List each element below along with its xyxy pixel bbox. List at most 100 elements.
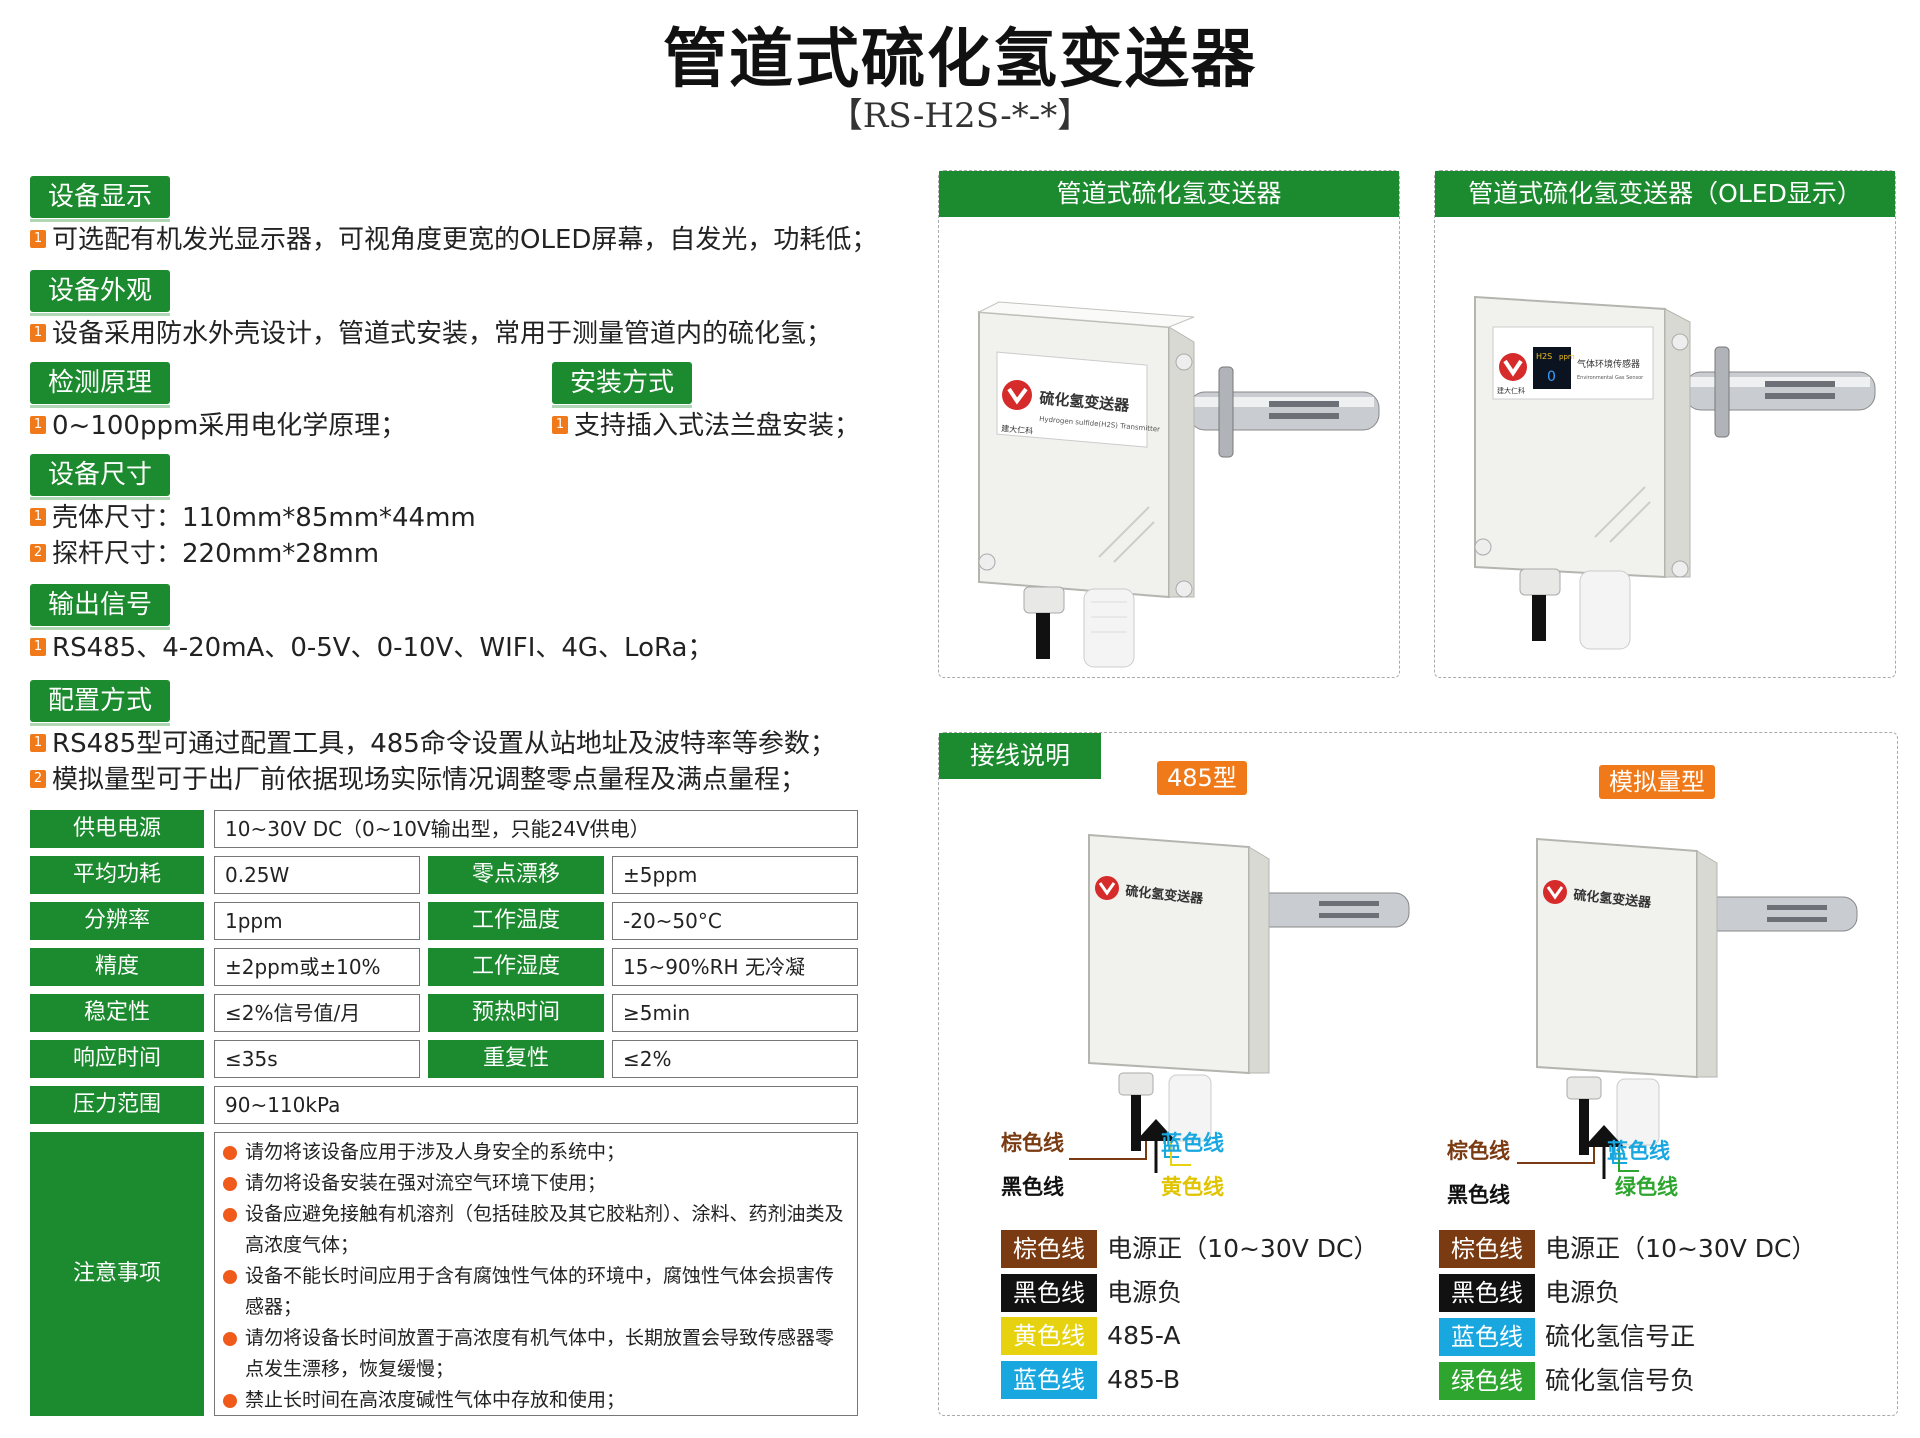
legend-swatch: 棕色线 bbox=[1001, 1230, 1097, 1268]
section-output-tag: 输出信号 bbox=[30, 584, 171, 630]
legend-row: 棕色线 电源正（10~30V DC） bbox=[1001, 1229, 1421, 1273]
spec-value-work-hum: 15~90%RH 无冷凝 bbox=[612, 948, 858, 986]
notes-box: 请勿将该设备应用于涉及人身安全的系统中； 请勿将设备安装在强对流空气环境下使用；… bbox=[214, 1132, 858, 1416]
legend-desc: 电源负 bbox=[1107, 1278, 1183, 1307]
oled-value: 0 bbox=[1547, 369, 1556, 385]
bullet-icon bbox=[223, 1146, 237, 1160]
spec-label-repeat: 重复性 bbox=[428, 1040, 604, 1078]
oled-unit: ppm bbox=[1559, 353, 1575, 361]
device-485-illustration: 硫化氢变送器 bbox=[1088, 833, 1410, 1151]
wire-label-black: 黑色线 bbox=[1001, 1175, 1064, 1199]
legend-swatch: 绿色线 bbox=[1439, 1362, 1535, 1400]
device-illustration-oled: H2S ppm 0 气体环境传感器 Environmental Gas Sens… bbox=[1474, 295, 1876, 650]
note-item: 设备不能长时间应用于含有腐蚀性气体的环境中，腐蚀性气体会损害传感器； bbox=[223, 1261, 851, 1323]
spec-value-zero-drift: ±5ppm bbox=[612, 856, 858, 894]
oled-label: 气体环境传感器 bbox=[1577, 358, 1640, 370]
product-card-standard: 管道式硫化氢变送器 硫化氢变送器 Hydrogen sulfide(H2S) T… bbox=[938, 170, 1400, 678]
section-display-tag: 设备显示 bbox=[30, 176, 171, 222]
legend-row: 黑色线 电源负 bbox=[1001, 1273, 1421, 1317]
product-card-oled: 管道式硫化氢变送器（OLED显示） H2S ppm 0 气体环境传感器 Envi… bbox=[1434, 170, 1896, 678]
legend-desc: 硫化氢信号负 bbox=[1545, 1366, 1696, 1395]
spec-label-work-temp: 工作温度 bbox=[428, 902, 604, 940]
number-badge: 1 bbox=[552, 415, 568, 434]
spec-value-stability: ≤2%信号值/月 bbox=[214, 994, 420, 1032]
note-item: 请勿将设备长时间放置于高浓度有机气体中，长期放置会导致传感器零点发生漂移，恢复缓… bbox=[223, 1323, 851, 1385]
spec-label-response: 响应时间 bbox=[30, 1040, 204, 1078]
number-badge: 1 bbox=[30, 229, 46, 248]
spec-value-repeat: ≤2% bbox=[612, 1040, 858, 1078]
legend-swatch: 蓝色线 bbox=[1439, 1318, 1535, 1356]
spec-label-consumption: 平均功耗 bbox=[30, 856, 204, 894]
wire-label-blue: 蓝色线 bbox=[1161, 1131, 1224, 1155]
oled-name: H2S bbox=[1536, 352, 1552, 361]
legend-desc: 电源正（10~30V DC） bbox=[1545, 1234, 1817, 1263]
note-item: 设备应避免接触有机溶剂（包括硅胶及其它胶粘剂）、涂料、药剂油类及高浓度气体； bbox=[223, 1199, 851, 1261]
oled-sublabel: Environmental Gas Sensor bbox=[1577, 375, 1644, 381]
brand-label: 建大仁科 bbox=[1497, 386, 1525, 395]
wire-label-yellow: 黄色线 bbox=[1161, 1175, 1224, 1199]
spec-label-stability: 稳定性 bbox=[30, 994, 204, 1032]
wiring-type-analog: 模拟量型 bbox=[1599, 765, 1715, 799]
spec-label-pressure: 压力范围 bbox=[30, 1086, 204, 1124]
product-card-title: 管道式硫化氢变送器 bbox=[939, 171, 1399, 217]
note-item: 禁止长时间在高浓度碱性气体中存放和使用； bbox=[223, 1385, 851, 1416]
number-badge: 1 bbox=[30, 323, 46, 342]
wires-485 bbox=[1069, 1119, 1191, 1173]
number-badge: 1 bbox=[30, 507, 46, 526]
wires-analog bbox=[1517, 1125, 1639, 1179]
wire-label-brown: 棕色线 bbox=[1447, 1139, 1510, 1163]
wire-label-black: 黑色线 bbox=[1447, 1183, 1510, 1207]
note-item: 请勿将设备安装在强对流空气环境下使用； bbox=[223, 1168, 851, 1199]
legend-swatch: 蓝色线 bbox=[1001, 1361, 1097, 1399]
spec-label-accuracy: 精度 bbox=[30, 948, 204, 986]
number-badge: 1 bbox=[30, 637, 46, 656]
spec-label-resolution: 分辨率 bbox=[30, 902, 204, 940]
legend-row: 棕色线 电源正（10~30V DC） bbox=[1439, 1229, 1879, 1273]
legend-desc: 电源负 bbox=[1545, 1278, 1621, 1307]
spec-label-preheat: 预热时间 bbox=[428, 994, 604, 1032]
wiring-type-485: 485型 bbox=[1157, 761, 1247, 795]
legend-analog: 棕色线 电源正（10~30V DC） 黑色线 电源负 蓝色线 硫化氢信号正 绿色… bbox=[1439, 1229, 1879, 1405]
spec-label-notes: 注意事项 bbox=[30, 1132, 204, 1416]
model-number: 【RS-H2S-*-*】 bbox=[828, 96, 1092, 136]
legend-swatch: 黄色线 bbox=[1001, 1317, 1097, 1355]
legend-row: 蓝色线 485-B bbox=[1001, 1361, 1421, 1405]
spec-value-accuracy: ±2ppm或±10% bbox=[214, 948, 420, 986]
spec-value-pressure: 90~110kPa bbox=[214, 1086, 858, 1124]
bullet-icon bbox=[223, 1332, 237, 1346]
number-badge: 2 bbox=[30, 543, 46, 562]
legend-desc: 485-A bbox=[1107, 1321, 1181, 1350]
section-install-tag: 安装方式 bbox=[552, 362, 693, 408]
wire-label-green: 绿色线 bbox=[1615, 1175, 1678, 1199]
spec-label-work-hum: 工作湿度 bbox=[428, 948, 604, 986]
spec-label-zero-drift: 零点漂移 bbox=[428, 856, 604, 894]
spec-label-power: 供电电源 bbox=[30, 810, 204, 848]
wire-label-blue: 蓝色线 bbox=[1607, 1139, 1670, 1163]
legend-desc: 485-B bbox=[1107, 1365, 1181, 1394]
legend-row: 蓝色线 硫化氢信号正 bbox=[1439, 1317, 1879, 1361]
brand-label: 建大仁科 bbox=[1001, 423, 1034, 436]
note-item: 请勿将该设备应用于涉及人身安全的系统中； bbox=[223, 1137, 851, 1168]
legend-row: 绿色线 硫化氢信号负 bbox=[1439, 1361, 1879, 1405]
page-title: 管道式硫化氢变送器 bbox=[663, 23, 1257, 97]
legend-485: 棕色线 电源正（10~30V DC） 黑色线 电源负 黄色线 485-A 蓝色线… bbox=[1001, 1229, 1421, 1405]
section-size-tag: 设备尺寸 bbox=[30, 454, 171, 500]
number-badge: 1 bbox=[30, 415, 46, 434]
spec-value-work-temp: -20~50°C bbox=[612, 902, 858, 940]
bullet-icon bbox=[223, 1208, 237, 1222]
section-config-tag: 配置方式 bbox=[30, 680, 171, 726]
legend-desc: 电源正（10~30V DC） bbox=[1107, 1234, 1379, 1263]
legend-row: 黑色线 电源负 bbox=[1439, 1273, 1879, 1317]
device-analog-illustration: 硫化氢变送器 bbox=[1536, 837, 1858, 1155]
section-principle-tag: 检测原理 bbox=[30, 362, 171, 408]
bullet-icon bbox=[223, 1270, 237, 1284]
